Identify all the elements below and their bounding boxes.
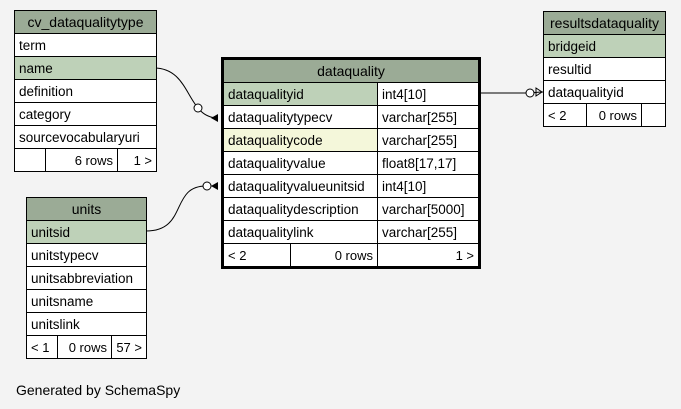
column-type: float8[17,17] — [377, 151, 478, 175]
table-title[interactable]: cv_dataqualitytype — [15, 11, 156, 34]
table-title[interactable]: units — [27, 198, 146, 221]
column-category[interactable]: category — [15, 102, 156, 126]
table-resultsdataquality[interactable]: resultsdataquality bridgeid resultid dat… — [543, 11, 666, 127]
crowfoot-marker — [535, 87, 543, 97]
column-unitsid[interactable]: unitsid — [27, 220, 146, 244]
column-dataqualitycode[interactable]: dataqualitycode — [224, 128, 378, 152]
column-dataqualitydescription[interactable]: dataqualitydescription — [224, 197, 378, 221]
generated-by-caption: Generated by SchemaSpy — [16, 382, 181, 398]
column-sourcevocabularyuri[interactable]: sourcevocabularyuri — [15, 125, 156, 149]
parents-link[interactable]: < 2 — [224, 243, 291, 266]
column-type: varchar[5000] — [377, 197, 478, 221]
optional-marker — [202, 181, 212, 191]
column-type: varchar[255] — [377, 220, 478, 244]
column-bridgeid[interactable]: bridgeid — [544, 34, 665, 58]
column-dataqualityid[interactable]: dataqualityid — [544, 80, 665, 104]
column-term[interactable]: term — [15, 33, 156, 57]
column-unitstypecv[interactable]: unitstypecv — [27, 243, 146, 267]
row-count: 0 rows — [290, 243, 378, 266]
column-dataqualitylink[interactable]: dataqualitylink — [224, 220, 378, 244]
rel-unitsid-to-dataqualityvalueunitsid — [145, 185, 218, 232]
column-dataqualityvalue[interactable]: dataqualityvalue — [224, 151, 378, 175]
children-link[interactable]: 1 > — [117, 148, 156, 171]
column-dataqualitytypecv[interactable]: dataqualitytypecv — [224, 105, 378, 129]
parents-link[interactable]: < 1 — [27, 335, 58, 358]
column-dataqualityid[interactable]: dataqualityid — [224, 82, 378, 106]
children-link[interactable]: 1 > — [377, 243, 478, 266]
parents-link[interactable]: < 2 — [544, 103, 587, 126]
column-name[interactable]: name — [15, 56, 156, 80]
column-definition[interactable]: definition — [15, 79, 156, 103]
column-type: varchar[255] — [377, 105, 478, 129]
column-type: int4[10] — [377, 174, 478, 198]
table-title[interactable]: dataquality — [224, 60, 478, 83]
column-dataqualityvalueunitsid[interactable]: dataqualityvalueunitsid — [224, 174, 378, 198]
optional-marker — [525, 88, 535, 98]
row-count: 6 rows — [45, 148, 118, 171]
row-count: 0 rows — [57, 335, 112, 358]
crowfoot-marker — [211, 114, 218, 122]
children-link[interactable]: 57 > — [111, 335, 146, 358]
column-resultid[interactable]: resultid — [544, 57, 665, 81]
column-unitsabbreviation[interactable]: unitsabbreviation — [27, 266, 146, 290]
rel-name-to-dataqualitytypecv — [153, 67, 219, 119]
table-units[interactable]: units unitsid unitstypecv unitsabbreviat… — [26, 197, 147, 359]
column-unitslink[interactable]: unitslink — [27, 312, 146, 336]
table-title[interactable]: resultsdataquality — [544, 12, 665, 35]
children-count — [641, 103, 665, 126]
column-unitsname[interactable]: unitsname — [27, 289, 146, 313]
column-type: int4[10] — [377, 82, 478, 106]
optional-marker — [193, 103, 203, 113]
row-count: 0 rows — [586, 103, 642, 126]
crowfoot-marker — [211, 182, 218, 190]
table-dataquality[interactable]: dataquality dataqualityid int4[10] dataq… — [221, 57, 481, 269]
column-type: varchar[255] — [377, 128, 478, 152]
parents-count — [15, 148, 46, 171]
table-cv-dataqualitytype[interactable]: cv_dataqualitytype term name definition … — [14, 10, 157, 172]
